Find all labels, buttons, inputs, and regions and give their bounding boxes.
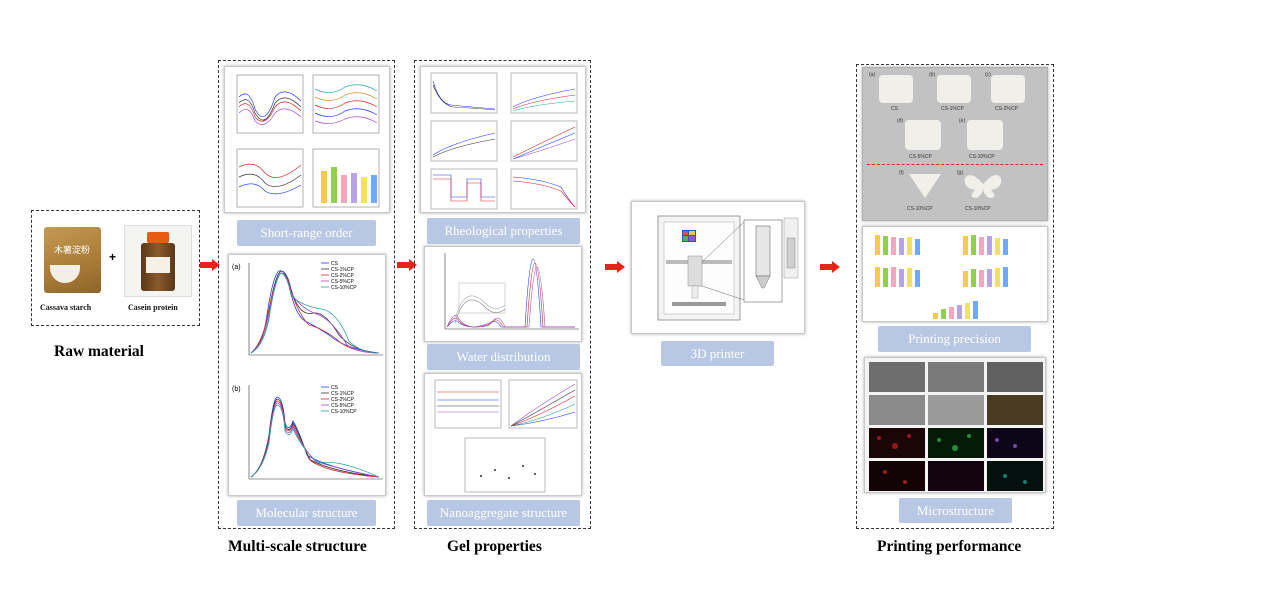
arrow-right-icon	[605, 261, 625, 273]
printed-sample-cs	[879, 75, 913, 103]
arrow-right-icon	[397, 259, 417, 271]
casein-protein-label: Casein protein	[128, 303, 178, 312]
gel-properties-box	[414, 60, 591, 529]
precision-chart-3	[875, 267, 920, 287]
printing-precision-figure	[862, 226, 1048, 322]
arrow-right-icon	[820, 261, 840, 273]
legend-a-3: CS-5%CP	[331, 279, 354, 285]
dashed-divider	[867, 164, 1043, 165]
printed-triangle-shape	[909, 174, 941, 198]
legend-b-0: CS	[331, 385, 339, 391]
package-label: 木薯淀粉	[54, 246, 91, 256]
legend-a-0: CS	[331, 261, 339, 267]
printed-sample-cs-10cp	[967, 120, 1003, 150]
water-distribution-label: Water distribution	[427, 344, 580, 370]
printed-sample-cs-1cp	[937, 75, 971, 103]
printed-samples-figure: (a) CS (b) CS-1%CP (c) CS-2%CP (d) CS-5%…	[862, 67, 1048, 221]
rheological-properties-label: Rheological properties	[427, 218, 580, 244]
bottle-label	[146, 257, 170, 273]
3d-printer-label: 3D printer	[661, 341, 774, 366]
sample-name-cs-10cp: CS-10%CP	[969, 154, 995, 160]
sample-panel-b: (b)	[929, 72, 936, 78]
legend-b-4: CS-10%CP	[331, 409, 357, 415]
precision-chart-2	[963, 235, 1008, 255]
microstructure-label: Microstructure	[899, 498, 1012, 523]
precision-bar-charts	[875, 235, 1008, 319]
printed-sample-cs-2cp	[991, 75, 1025, 103]
sem-eds-grid	[869, 362, 1043, 491]
package-bowl	[50, 265, 80, 283]
raw-material-box	[31, 210, 200, 326]
sample-name-cs-5cp: CS-5%CP	[909, 154, 932, 160]
water-distribution-figure	[424, 246, 582, 342]
saxs-plots	[434, 379, 578, 493]
molecular-structure-figure: (a) CS CS-1%CP CS-2%CP CS-5%CP CS-10%CP …	[228, 254, 386, 496]
plus-sign: +	[109, 250, 117, 264]
sample-panel-g: (g)	[957, 170, 964, 176]
lf-nmr-plot	[444, 253, 579, 330]
precision-chart-5	[933, 301, 978, 319]
legend-a-2: CS-2%CP	[331, 273, 354, 279]
panel-a-label: (a)	[232, 264, 241, 271]
sample-name-f: CS-10%CP	[907, 206, 933, 212]
sample-panel-d: (d)	[897, 118, 904, 124]
sample-panel-f: (f)	[899, 170, 904, 176]
raw-material-title: Raw material	[54, 343, 144, 360]
sample-panel-a: (a)	[869, 72, 876, 78]
rheology-figure	[420, 66, 586, 213]
sample-name-g: CS-10%CP	[965, 206, 991, 212]
printed-butterfly-shape	[964, 175, 1002, 198]
short-range-order-label: Short-range order	[237, 220, 376, 246]
bottle-body	[141, 243, 175, 291]
precision-chart-4	[963, 267, 1008, 287]
printed-sample-cs-5cp	[905, 120, 941, 150]
bottle-cap	[147, 232, 169, 243]
printing-performance-title: Printing performance	[877, 538, 1022, 555]
multiscale-box	[218, 60, 395, 529]
ftir-spectra-plot	[236, 74, 380, 208]
legend-b: CS CS-1%CP CS-2%CP CS-5%CP CS-10%CP	[321, 385, 357, 415]
legend-a-4: CS-10%CP	[331, 285, 357, 291]
rheology-plots	[430, 72, 578, 210]
gel-properties-title: Gel properties	[447, 538, 542, 555]
printing-performance-box	[856, 64, 1054, 529]
sample-name-cs-2cp: CS-2%CP	[995, 106, 1018, 112]
arrow-right-icon	[200, 259, 220, 271]
cassava-starch-image: 木薯淀粉	[44, 227, 101, 293]
short-range-order-figure	[224, 66, 390, 213]
casein-protein-image	[124, 225, 192, 297]
molecular-structure-label: Molecular structure	[237, 500, 376, 526]
sample-panel-c: (c)	[985, 72, 991, 78]
legend-a: CS CS-1%CP CS-2%CP CS-5%CP CS-10%CP	[321, 261, 357, 291]
3d-printer-figure	[631, 201, 805, 334]
molecular-weight-plot: (a) CS CS-1%CP CS-2%CP CS-5%CP CS-10%CP …	[232, 261, 383, 480]
printing-precision-label: Printing precision	[878, 326, 1031, 352]
multiscale-title: Multi-scale structure	[228, 538, 367, 555]
panel-b-label: (b)	[232, 386, 241, 393]
sample-name-cs: CS	[891, 106, 898, 112]
legend-b-1: CS-1%CP	[331, 391, 354, 397]
legend-b-3: CS-5%CP	[331, 403, 354, 409]
printer-illustration	[657, 215, 799, 321]
precision-chart-1	[875, 235, 920, 255]
sample-panel-e: (e)	[959, 118, 966, 124]
sample-name-cs-1cp: CS-1%CP	[941, 106, 964, 112]
nanoaggregate-figure	[424, 373, 582, 496]
nanoaggregate-structure-label: Nanoaggregate structure	[427, 500, 580, 526]
legend-a-1: CS-1%CP	[331, 267, 354, 273]
legend-b-2: CS-2%CP	[331, 397, 354, 403]
microstructure-figure	[864, 357, 1046, 493]
cassava-starch-label: Cassava starch	[40, 303, 92, 312]
